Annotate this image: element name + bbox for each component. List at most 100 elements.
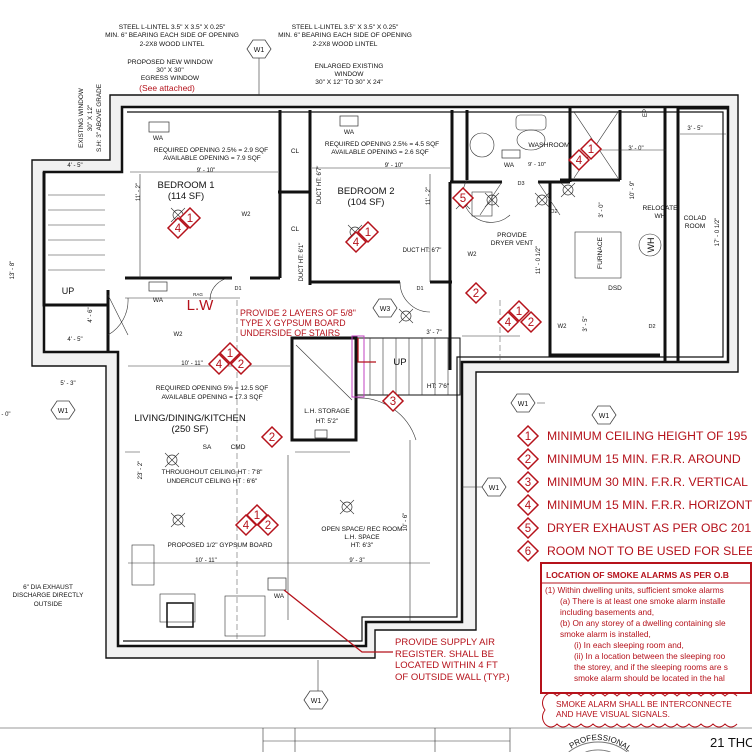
labels-dims-d-text: 3' - 7" <box>426 330 441 336</box>
rooms-wh-relocate-text: RELOCATE <box>642 205 678 212</box>
red-leaders <box>283 338 393 653</box>
plan-annotations: STEEL L-LINTEL 3.5" X 3.5" X 0.25"MIN. 6… <box>1 24 752 752</box>
window-tag-w1: W1 <box>303 690 329 710</box>
labels-dims-b-text: 10' - 9" <box>630 181 636 200</box>
window-tag-label: W1 <box>311 698 322 705</box>
note-tag-diamond: 2 <box>260 425 284 449</box>
legend-4-text-text: DRYER EXHAUST AS PER OBC 201 <box>547 521 751 535</box>
labels-sa-text: SA <box>203 444 212 451</box>
interior-walls <box>125 106 728 620</box>
labels-wa-text: WA <box>153 135 164 142</box>
red-notes-supply-air-2-text: LOCATED WITHIN 4 FT <box>395 660 498 671</box>
rooms-bedroom1-name-text: BEDROOM 1 <box>157 180 214 191</box>
legend-tag-diamond: 1 <box>516 424 540 448</box>
tag-number: 1 <box>187 213 193 225</box>
note-tag-diamond: 5 <box>451 186 475 210</box>
top-notes-enlarged-window-1-text: WINDOW <box>335 71 365 78</box>
top-notes-enlarged-window-0-text: ENLARGED EXISTING <box>315 63 384 70</box>
rooms-rec-height-text: HT: 6'3" <box>351 542 374 549</box>
interior-wall-inner <box>123 111 724 642</box>
rooms-bedroom2-available-text: AVAILABLE OPENING = 2.6 SQF <box>331 149 429 156</box>
note-tag-diamond: 4 <box>496 310 520 334</box>
legend-2-text-text: MINIMUM 30 MIN. F.R.R. VERTICAL <box>547 475 748 489</box>
rooms-furnace-dsd-text: DSD <box>608 285 622 292</box>
window-tag-w1: W1 <box>481 477 507 497</box>
labels-d2-text: D2 <box>550 209 557 215</box>
smoke-alarm-panel <box>540 562 752 728</box>
labels-dims-k-text: - 0" <box>1 412 10 418</box>
smoke-alarms-title-text: LOCATION OF SMOKE ALARMS AS PER O.B <box>546 570 729 580</box>
labels-wa-text: WA <box>344 129 355 136</box>
top-notes-existing-window-0-text: EXISTING WINDOW <box>78 87 85 148</box>
note-tag-diamond: 4 <box>207 352 231 376</box>
legend-tag-diamond: 5 <box>516 516 540 540</box>
interior-stair <box>295 335 461 441</box>
rooms-bedroom1-depth-text: 11' - 2" <box>136 183 142 201</box>
window-tag-w1: W1 <box>246 39 272 59</box>
legend-tag-diamond: 3 <box>516 470 540 494</box>
rooms-bedroom2-area-text: (104 SF) <box>348 197 385 208</box>
doors <box>209 179 561 313</box>
rooms-storage-name-text: L.H. STORAGE <box>304 408 350 415</box>
labels-ep-text: EP <box>643 109 649 117</box>
rooms-rec-width-text: 9' - 3" <box>349 558 364 564</box>
labels-d1-text: D1 <box>234 286 241 292</box>
note-tag-diamond: 4 <box>166 216 190 240</box>
labels-wa-text: WA <box>274 593 285 600</box>
tag-number: 2 <box>265 520 271 532</box>
ceiling-light-icon <box>170 512 186 528</box>
smoke-alarms-lines-7-text: the storey, and if the sleeping rooms ar… <box>574 662 728 672</box>
labels-cmd-text: CMD <box>231 444 246 451</box>
ceiling-light-icon <box>164 452 180 468</box>
labels-dryer-vent-1-text: DRYER VENT <box>491 240 533 247</box>
rooms-bedroom1-area-text: (114 SF) <box>168 191 204 202</box>
note-tag-diamond: 2 <box>256 513 280 537</box>
top-notes-see-attached-text: (See attached) <box>139 83 195 93</box>
top-notes-lintel-right-1-text: MIN. 6" BEARING EACH SIDE OF OPENING <box>278 32 412 39</box>
legend-3-text-text: MINIMUM 15 MIN. F.R.R. HORIZONT <box>547 498 752 512</box>
window-tag-w3: W3 <box>372 298 398 318</box>
title-block <box>0 727 752 752</box>
rooms-cold-width-text: 3' - 5" <box>687 126 702 132</box>
labels-dims-h-text: 4' - 5" <box>67 337 82 343</box>
rooms-living-width-text: 10' - 11" <box>181 361 203 367</box>
legend-tag-diamond: 2 <box>516 447 540 471</box>
rooms-rec-name-text: OPEN SPACE/ REC ROOM <box>321 526 402 533</box>
labels-up-text: UP <box>393 357 406 368</box>
seal-outer-ring <box>568 741 628 752</box>
rooms-living-name-text: LIVING/DINING/KITCHEN <box>134 413 246 424</box>
note-tag-diamond: 1 <box>218 341 242 365</box>
tag-number: 4 <box>353 237 360 249</box>
tag-number: 4 <box>525 500 532 512</box>
labels-dims-f-text: 4' - 6" <box>88 307 94 322</box>
ceiling-light-icon <box>534 192 550 208</box>
tag-number: 4 <box>175 223 182 235</box>
tag-number: 3 <box>390 396 396 408</box>
rooms-wh-wh-text: WH <box>655 213 666 220</box>
rooms-storage-height-text: HT: 5'2" <box>316 418 339 425</box>
labels-up-text: UP <box>62 286 75 296</box>
smoke-alarms-lines-1-text: (a) There is at least one smoke alarm in… <box>560 596 726 606</box>
rooms-washroom-name-text: WASHROOM <box>528 142 570 149</box>
red-notes-supply-air-0-text: PROVIDE SUPPLY AIR <box>395 637 495 648</box>
smoke-alarms-lines-4-text: smoke alarm is installed, <box>560 629 651 639</box>
tag-number: 2 <box>269 432 275 444</box>
legend-5-text-text: ROOM NOT TO BE USED FOR SLEE <box>547 544 752 558</box>
rooms-bedroom1-width-text: 9' - 10" <box>197 168 216 174</box>
window-tag-label: W1 <box>489 485 500 492</box>
tag-number: 2 <box>473 288 479 300</box>
red-notes-supply-air-1-text: REGISTER. SHALL BE <box>395 649 494 660</box>
rooms-rec-depth-text: 10' - 6" <box>403 513 409 532</box>
exhaust-note-2-text: OUTSIDE <box>34 601 62 608</box>
ceiling-light-icon <box>398 308 414 324</box>
rooms-living-depth-text: 23' - 2" <box>138 461 144 480</box>
tag-number: 4 <box>216 359 223 371</box>
air-vents <box>148 115 521 591</box>
tag-number: 4 <box>243 520 250 532</box>
rooms-wh-symbol-text: WH <box>646 238 656 253</box>
labels-d3-text: D3 <box>517 181 524 187</box>
labels-duct-b2-text: DUCT HT: 6'7" <box>317 166 323 205</box>
